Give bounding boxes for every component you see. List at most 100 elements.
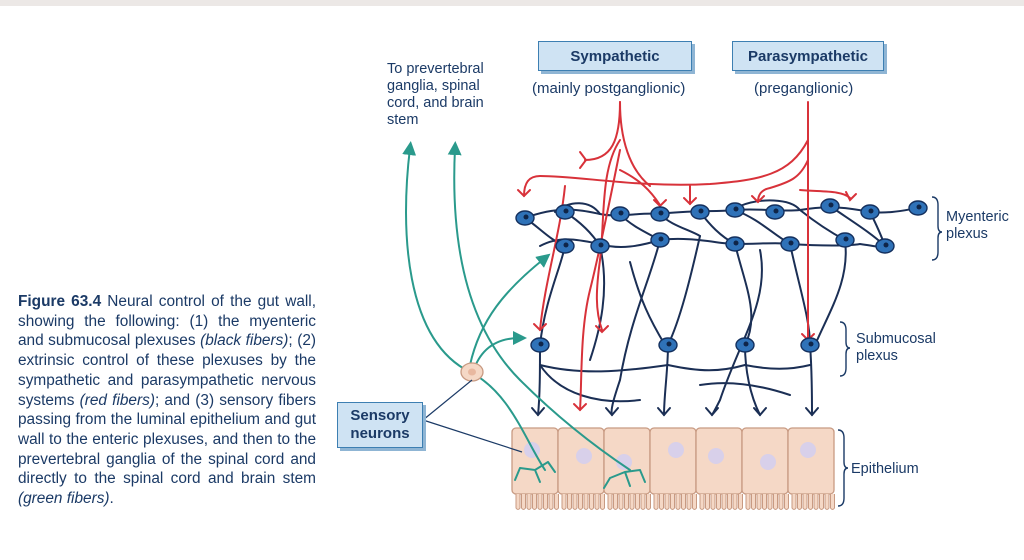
enteric-neurons xyxy=(515,198,928,353)
neuron-nucleus xyxy=(843,236,849,242)
microvillus xyxy=(716,494,721,510)
neuron-nucleus xyxy=(773,208,779,214)
microvillus xyxy=(778,494,784,510)
microvillus xyxy=(738,494,743,510)
caption-text-1: Neural control of the gut wall, showing … xyxy=(18,293,316,350)
microvillus xyxy=(629,494,635,510)
microvillus xyxy=(751,494,756,510)
microvillus xyxy=(600,494,605,510)
microvillus xyxy=(767,494,773,510)
epithelial-cell xyxy=(511,427,559,495)
microvillus xyxy=(819,494,824,510)
microvillus xyxy=(583,494,589,510)
neuron-nucleus xyxy=(598,242,604,248)
microvillus xyxy=(624,494,629,510)
caption-emph-red: (red fibers) xyxy=(79,391,155,409)
extrinsic-fibers xyxy=(517,101,857,412)
microvillus xyxy=(543,494,548,510)
microvillus xyxy=(567,494,572,510)
microvillus xyxy=(594,494,600,510)
neuron-nucleus xyxy=(743,341,749,347)
microvillus xyxy=(515,494,521,510)
microvillus xyxy=(646,494,651,510)
neuron-nucleus xyxy=(523,214,529,220)
microvillus xyxy=(670,494,675,510)
caption-text-3: ; and (3) sensory fibers passing from th… xyxy=(18,391,316,488)
microvillus xyxy=(578,494,583,510)
microvillus xyxy=(727,494,732,510)
parasympathetic-label: Parasympathetic xyxy=(732,41,884,71)
microvillus xyxy=(732,494,738,510)
epithelium-layer xyxy=(511,427,835,510)
microvillus xyxy=(681,494,686,510)
microvillus xyxy=(589,494,594,510)
microvillus xyxy=(532,494,537,510)
neuron-nucleus xyxy=(658,210,664,216)
microvillus xyxy=(653,494,659,510)
neuron-nucleus xyxy=(808,341,814,347)
cell-nucleus xyxy=(760,454,776,470)
microvillus xyxy=(692,494,697,510)
neuron-nucleus xyxy=(883,242,889,248)
microvillus xyxy=(791,494,797,510)
sensory-neurons-label: Sensory neurons xyxy=(337,402,423,448)
cell-nucleus xyxy=(524,442,540,458)
microvillus xyxy=(521,494,526,510)
microvillus xyxy=(675,494,681,510)
figure-number: Figure 63.4 xyxy=(18,293,102,310)
microvillus xyxy=(710,494,716,510)
microvillus xyxy=(797,494,802,510)
microvillus xyxy=(699,494,705,510)
microvillus xyxy=(808,494,813,510)
microvillus xyxy=(784,494,789,510)
microvillus xyxy=(756,494,762,510)
neuron-nucleus xyxy=(828,202,834,208)
enteric-fibers xyxy=(524,199,919,417)
neuron-nucleus xyxy=(733,206,739,212)
epithelium-label: Epithelium xyxy=(851,461,919,477)
top-border xyxy=(0,0,1024,6)
microvillus xyxy=(824,494,830,510)
caption-emph-green: (green fibers) xyxy=(18,490,110,508)
microvillus xyxy=(762,494,767,510)
microvillus xyxy=(640,494,646,510)
neuron-nucleus xyxy=(666,341,672,347)
cell-nucleus xyxy=(800,442,816,458)
microvillus xyxy=(572,494,578,510)
microvillus xyxy=(802,494,808,510)
microvillus xyxy=(561,494,567,510)
microvillus xyxy=(635,494,640,510)
microvillus xyxy=(537,494,543,510)
neuron-nucleus xyxy=(788,240,794,246)
neuron-nucleus xyxy=(618,210,624,216)
microvillus xyxy=(664,494,670,510)
submucosal-label: Submucosal plexus xyxy=(856,331,936,364)
microvillus xyxy=(721,494,727,510)
microvillus xyxy=(526,494,532,510)
neuron-nucleus xyxy=(916,204,922,210)
sympathetic-subtitle: (mainly postganglionic) xyxy=(532,80,686,97)
microvillus xyxy=(548,494,554,510)
epithelial-cell xyxy=(787,427,835,495)
cell-nucleus xyxy=(708,448,724,464)
neuron-nucleus xyxy=(868,208,874,214)
cell-nucleus xyxy=(668,442,684,458)
neuron-nucleus xyxy=(563,242,569,248)
microvillus xyxy=(813,494,819,510)
microvillus xyxy=(773,494,778,510)
sympathetic-label: Sympathetic xyxy=(538,41,692,71)
epithelial-cell xyxy=(649,427,697,495)
microvillus xyxy=(686,494,692,510)
neuron-nucleus xyxy=(538,341,544,347)
caption-text-2: ; (2) extrinsic control of these plexuse… xyxy=(18,332,316,409)
neuron-nucleus xyxy=(733,240,739,246)
caption-text-4: . xyxy=(109,490,114,508)
neuron-nucleus xyxy=(563,208,569,214)
caption-emph-black: (black fibers) xyxy=(200,332,289,350)
microvillus xyxy=(830,494,835,510)
microvillus xyxy=(554,494,559,510)
parasympathetic-subtitle: (preganglionic) xyxy=(754,80,854,97)
figure-caption: Figure 63.4 Neural control of the gut wa… xyxy=(18,292,316,509)
neuron-nucleus xyxy=(658,236,664,242)
